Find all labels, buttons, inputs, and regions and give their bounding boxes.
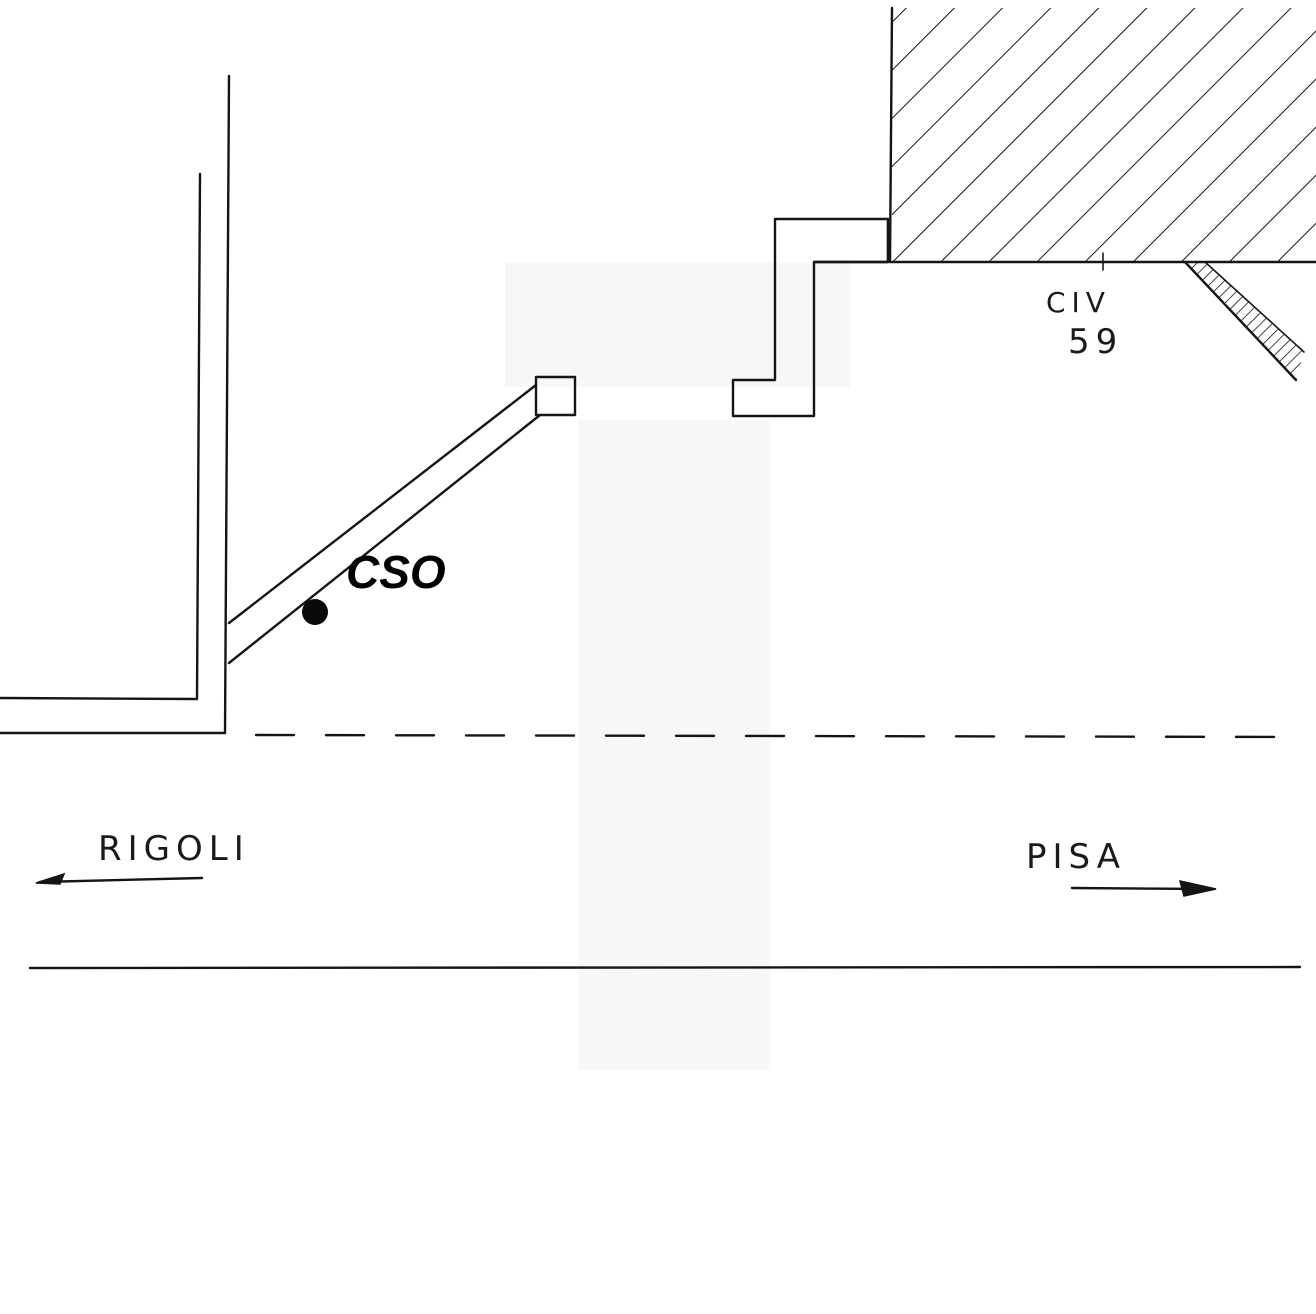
angled-hatched-wall — [1183, 260, 1305, 382]
svg-text:RIGOLI: RIGOLI — [98, 829, 250, 869]
svg-text:PISA: PISA — [1026, 837, 1126, 877]
building-civ-59 — [888, 6, 1316, 271]
direction-pisa: PISA — [1026, 837, 1217, 897]
hatched-step-structure — [731, 217, 890, 418]
road-edge-bottom — [28, 965, 1302, 970]
direction-rigoli: RIGOLI — [35, 829, 250, 885]
manhole-square — [534, 375, 577, 417]
scan-shadow-upper — [505, 262, 850, 387]
scan-shadow-lower — [578, 420, 770, 1070]
cso-point-marker — [302, 599, 328, 625]
diagonal-conduit — [227, 383, 542, 665]
arrow-left-icon — [35, 872, 66, 885]
civ-label: CIV — [1046, 286, 1111, 319]
arrow-right-icon — [1178, 879, 1217, 897]
left-wall — [0, 74, 231, 735]
civ-number: 59 — [1068, 322, 1123, 362]
road-centerline-dashed — [254, 733, 1302, 739]
cso-label: CSO — [346, 546, 446, 598]
